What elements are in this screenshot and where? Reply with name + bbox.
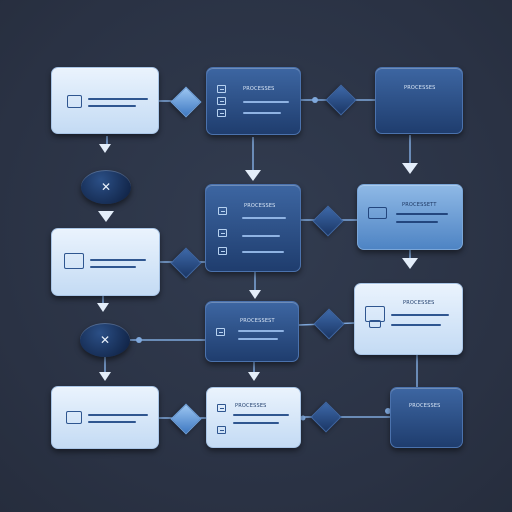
connector-dot — [136, 337, 142, 343]
connector-dot — [300, 415, 306, 421]
process-card[interactable]: PROCESSES — [206, 67, 301, 135]
connector-dot — [312, 97, 318, 103]
text-line — [88, 105, 136, 107]
document-icon — [368, 207, 387, 219]
checkbox-icon — [218, 207, 227, 215]
checkbox-icon — [218, 229, 227, 237]
text-line — [242, 235, 280, 237]
flow-arrow — [402, 163, 418, 174]
text-line — [90, 266, 136, 268]
checkbox-icon — [217, 85, 226, 93]
text-line — [242, 217, 286, 219]
flow-arrow — [248, 372, 260, 381]
text-line — [243, 101, 289, 103]
text-line — [391, 314, 449, 316]
process-card[interactable]: PROCESSES — [354, 283, 463, 355]
text-line — [396, 213, 448, 215]
process-card[interactable]: PROCESSES — [205, 184, 301, 272]
flow-arrow — [99, 372, 111, 381]
text-line — [88, 421, 136, 423]
checkbox-icon — [217, 426, 226, 434]
flow-arrow — [402, 258, 418, 269]
flow-arrow — [98, 211, 114, 222]
decision-node[interactable]: ✕ — [80, 323, 130, 357]
decision-node[interactable]: ✕ — [81, 170, 131, 204]
card-label: PROCESSEST — [240, 318, 275, 324]
document-icon — [64, 253, 84, 269]
process-card[interactable]: PROCESSETT — [357, 184, 463, 250]
text-line — [88, 98, 148, 100]
process-card[interactable]: PROCESSES — [375, 67, 463, 134]
card-label: PROCESSETT — [402, 202, 437, 208]
card-label: PROCESSES — [243, 86, 275, 92]
process-card[interactable]: PROCESSES — [206, 387, 301, 448]
text-line — [243, 112, 281, 114]
document-icon — [67, 95, 82, 108]
text-line — [233, 414, 289, 416]
checkbox-icon — [216, 328, 225, 336]
process-card[interactable] — [51, 67, 159, 134]
text-line — [233, 422, 279, 424]
text-line — [238, 330, 284, 332]
flow-arrow — [99, 144, 111, 153]
text-line — [391, 324, 441, 326]
process-card[interactable]: PROCESSEST — [205, 301, 299, 362]
text-line — [88, 414, 148, 416]
text-line — [396, 221, 438, 223]
flow-arrow — [249, 290, 261, 299]
connector-dot — [385, 408, 391, 414]
checkbox-icon — [218, 247, 227, 255]
card-label: PROCESSES — [235, 403, 267, 409]
card-label: PROCESSES — [403, 300, 435, 306]
card-label: PROCESSES — [409, 403, 441, 409]
document-icon — [66, 411, 82, 424]
card-label: PROCESSES — [404, 85, 436, 91]
text-line — [90, 259, 146, 261]
text-line — [242, 251, 284, 253]
text-line — [238, 338, 278, 340]
checkbox-icon — [217, 97, 226, 105]
flow-arrow — [97, 303, 109, 312]
process-card[interactable] — [51, 228, 160, 296]
flow-arrow — [245, 170, 261, 181]
process-card[interactable]: PROCESSES — [390, 387, 463, 448]
document-icon — [365, 306, 385, 322]
checkbox-icon — [217, 109, 226, 117]
document-icon — [369, 320, 381, 328]
checkbox-icon — [217, 404, 226, 412]
process-card[interactable] — [51, 386, 159, 449]
card-label: PROCESSES — [244, 203, 276, 209]
